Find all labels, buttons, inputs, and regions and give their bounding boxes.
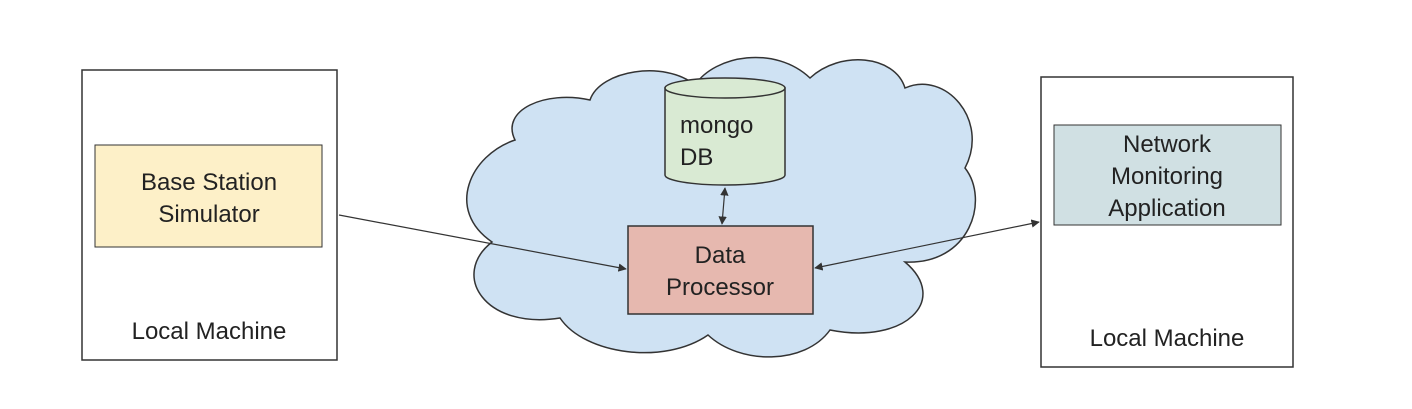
connectors	[338, 187, 1040, 272]
base-station-simulator-box	[94, 144, 323, 248]
mongodb-label-line-1: mongo	[680, 112, 753, 139]
mongodb-cylinder: mongo DB	[664, 77, 786, 186]
processor-to-monitoring-arrow	[814, 219, 1040, 271]
left-local-machine: Base Station Simulator Local Machine	[81, 69, 338, 361]
base-station-simulator-line-1: Base Station	[141, 169, 277, 196]
data-processor-box	[627, 225, 814, 315]
data-processor: Data Processor	[627, 225, 814, 315]
network-monitoring-line-1: Network	[1123, 131, 1212, 158]
network-monitoring-line-2: Monitoring	[1111, 163, 1223, 190]
data-processor-line-2: Processor	[666, 274, 774, 301]
network-monitoring-application-box	[1053, 124, 1282, 226]
network-monitoring-line-3: Application	[1108, 195, 1225, 222]
right-local-machine: Network Monitoring Application Local Mac…	[1040, 76, 1294, 368]
right-machine-label: Local Machine	[1090, 325, 1245, 352]
left-machine-label: Local Machine	[132, 318, 287, 345]
processor-to-database-arrow	[718, 187, 729, 225]
mongodb-cylinder-body	[664, 87, 786, 186]
data-processor-line-1: Data	[695, 242, 746, 269]
mongodb-cylinder-top	[664, 77, 786, 99]
mongodb-label-line-2: DB	[680, 144, 713, 171]
base-station-simulator-line-2: Simulator	[158, 201, 259, 228]
simulator-to-processor-arrow	[338, 214, 627, 272]
